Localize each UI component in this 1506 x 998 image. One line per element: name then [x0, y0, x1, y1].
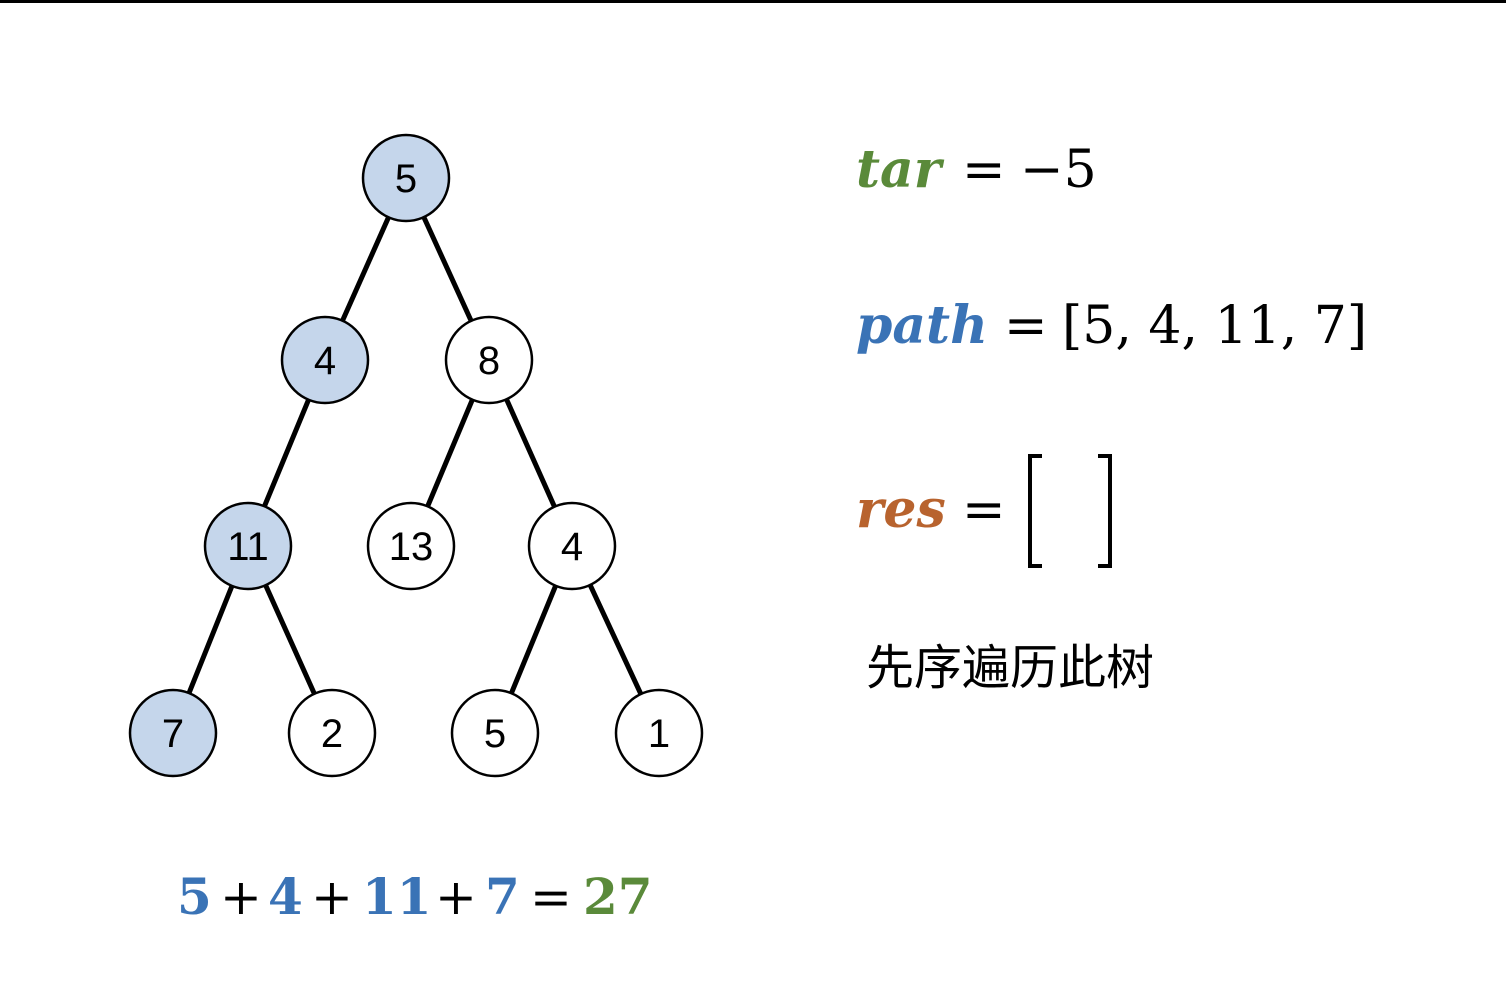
tree-node: 5 [450, 688, 540, 778]
node-value: 7 [162, 712, 184, 756]
sum-total: 27 [583, 867, 653, 926]
traversal-caption: 先序遍历此树 [866, 640, 1154, 696]
node-value: 13 [389, 525, 434, 569]
res-variable: res [856, 479, 946, 540]
node-circle [128, 688, 218, 778]
sum-plus-3: + [435, 868, 477, 926]
sum-term-1: 5 [177, 867, 212, 926]
tar-equation: tar = −5 [856, 139, 1097, 200]
tree-node: 1 [614, 688, 704, 778]
tar-equals: = [962, 140, 1006, 200]
tar-value: −5 [1020, 140, 1097, 200]
path-variable: path [856, 295, 988, 356]
tree-edges [170, 176, 662, 735]
tree-node: 13 [366, 501, 456, 591]
node-value: 5 [484, 712, 506, 756]
tree-node: 8 [444, 315, 534, 405]
node-value: 1 [648, 712, 670, 756]
sum-term-2: 4 [268, 867, 303, 926]
node-value: 4 [561, 525, 583, 569]
tree-node: 4 [527, 501, 617, 591]
res-right-bracket [1098, 454, 1112, 568]
sum-plus-1: + [220, 868, 262, 926]
node-value: 4 [314, 339, 336, 383]
node-value: 5 [395, 157, 417, 201]
path-equals: = [1004, 296, 1048, 356]
tree-node-highlighted: 5 [361, 133, 451, 223]
node-circle [614, 688, 704, 778]
res-equals: = [962, 480, 1006, 540]
path-equation: path = [5, 4, 11, 7] [856, 295, 1367, 356]
node-circle [527, 501, 617, 591]
node-circle [280, 315, 370, 405]
res-equation: res = [856, 454, 1112, 568]
node-circle [203, 501, 293, 591]
tar-variable: tar [856, 139, 945, 200]
node-circle [287, 688, 377, 778]
tree-node-highlighted: 11 [203, 501, 293, 591]
node-circle [366, 501, 456, 591]
sum-term-4: 7 [485, 867, 520, 926]
res-left-bracket [1028, 454, 1042, 568]
sum-equals: = [530, 868, 572, 926]
node-value: 11 [227, 525, 269, 569]
tree-node: 2 [287, 688, 377, 778]
sum-plus-2: + [311, 868, 353, 926]
path-sum: 5 + 4 + 11 + 7 = 27 [177, 867, 653, 926]
node-circle [450, 688, 540, 778]
tree-node-highlighted: 7 [128, 688, 218, 778]
tree-nodes: 5 4 8 11 13 4 7 2 5 1 [128, 133, 704, 778]
node-circle [361, 133, 451, 223]
top-border [0, 0, 1506, 3]
sum-term-3: 11 [362, 867, 432, 926]
node-value: 2 [321, 712, 343, 756]
path-value: [5, 4, 11, 7] [1062, 296, 1367, 356]
tree-node-highlighted: 4 [280, 315, 370, 405]
node-value: 8 [478, 339, 500, 383]
node-circle [444, 315, 534, 405]
